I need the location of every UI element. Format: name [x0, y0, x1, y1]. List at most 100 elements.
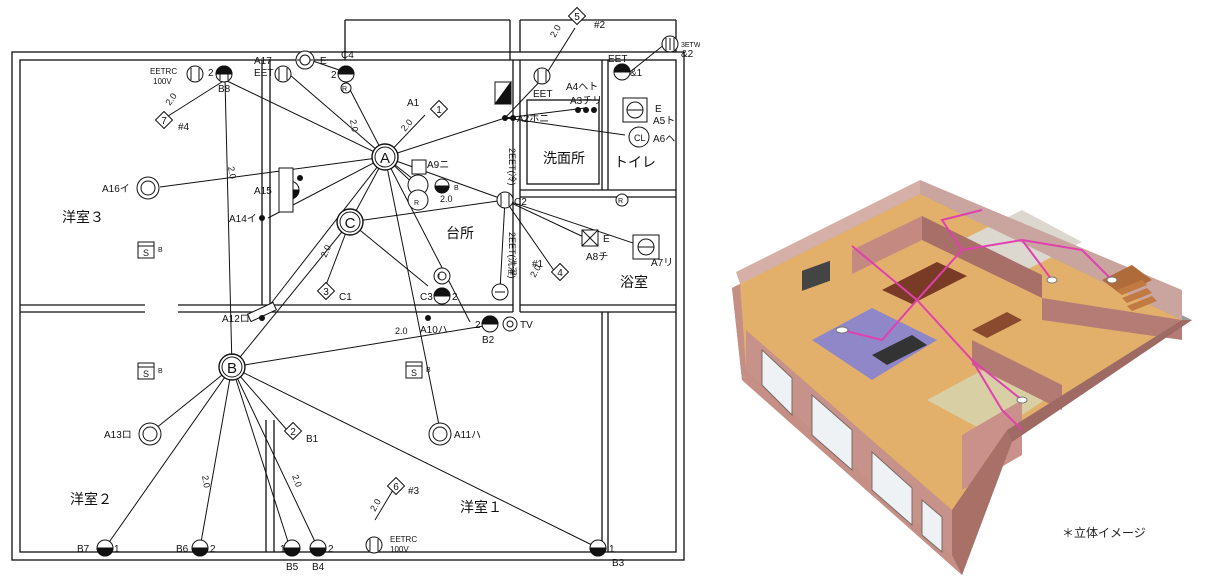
fixture-label-a1: A1 — [407, 98, 420, 109]
fixture-label-a16: A16イ — [102, 184, 130, 195]
switch-box-sub: B — [158, 247, 163, 254]
switch-diamond-1 — [429, 99, 449, 119]
circuit-label-3: #3 — [408, 486, 420, 497]
fixture-label-a2: A2ホニ — [517, 113, 549, 125]
fixture-label-a10: A10ハ — [420, 325, 448, 336]
outlet-b7 — [96, 539, 114, 557]
room-labels: 洋室３ 洋室２ 洋室１ 台所 洗面所 トイレ 浴室 — [62, 150, 656, 515]
circuit-label-4: #4 — [178, 122, 190, 133]
outlet-c4 — [337, 65, 355, 83]
outlet-label-cold: 2EET(冷) — [507, 148, 518, 186]
fixture-label-a4: A4ヘト — [566, 82, 598, 93]
outlet-label-b3: B3 — [612, 558, 625, 569]
outlets — [96, 35, 679, 557]
switch-diamond-3 — [316, 281, 336, 301]
outlet-label-volt-top: 100V — [153, 77, 172, 86]
outlet-label-b-kitchen: B — [454, 185, 459, 192]
outlet-kitchen — [434, 178, 450, 194]
wire-size-label: 2.0 — [319, 243, 333, 259]
switch-diamond-5 — [567, 6, 587, 26]
room-label-western3: 洋室３ — [62, 209, 104, 225]
outlet-eet-washroom — [533, 67, 551, 85]
outlet-eet-a17 — [274, 65, 292, 83]
fixture-label-a13: A13ロ — [104, 430, 132, 441]
switch-diamond-4 — [550, 262, 570, 282]
wire-size-label: 2.0 — [440, 194, 453, 204]
junction-box-b: B — [218, 353, 246, 381]
fixture-label-a7: A7リ — [651, 258, 673, 269]
junction-label-a: A — [380, 150, 390, 167]
fixture-label-a12: A12ロ — [222, 314, 250, 325]
ceiling-light-a13 — [138, 422, 162, 446]
junction-box-c: C — [336, 208, 364, 236]
wire-size-label: 2.0 — [200, 475, 212, 489]
fan-washroom — [622, 97, 648, 123]
special-fixtures — [246, 50, 660, 323]
outlet-b5 — [283, 539, 301, 557]
outlet-label-amp1: &1 — [630, 68, 643, 79]
outlet-label-eet-washroom: EET — [533, 89, 552, 100]
wire-size-label: 2.0 — [290, 473, 304, 488]
outlet-eet-toilet — [613, 63, 631, 81]
outlet-label-e-washroom: E — [655, 104, 662, 115]
outlet-c2 — [496, 191, 514, 209]
outlet-label-e-bath: E — [603, 234, 610, 245]
outlet-eetrc-bottom — [365, 536, 383, 554]
outlet-label-etwp: 3ETWP(戸) — [681, 41, 700, 49]
wire-size-label: 2.0 — [399, 117, 415, 133]
room-label-bath: 浴室 — [620, 274, 648, 290]
room-label-western1: 洋室１ — [460, 499, 502, 515]
outlet-b3 — [589, 539, 607, 557]
switch-diamonds — [154, 6, 587, 496]
wire-size-label: 2.0 — [395, 326, 408, 336]
switch-number: 4 — [557, 268, 563, 279]
outlet-c3-ring — [433, 267, 451, 285]
outlet-label-wash: 2EET(洗濯) — [507, 232, 518, 279]
light-a8 — [581, 229, 599, 247]
outlet-b2 — [481, 315, 499, 333]
outlet-count: 2 — [328, 544, 334, 555]
wiring — [104, 27, 666, 549]
switch-number: 5 — [574, 12, 580, 23]
fixture-label-a15: A15 — [254, 186, 272, 197]
switch-diamond-numbers: 7 1 5 3 2 4 6 — [161, 12, 580, 493]
switch-diamond-2 — [283, 421, 303, 441]
switch-box-label: S — [143, 248, 149, 258]
outlet-b4 — [309, 539, 327, 557]
outlet-c3 — [433, 287, 451, 305]
switch-box-label: S — [411, 368, 417, 378]
switch-box-sub: B — [426, 367, 431, 374]
switch-number: 3 — [323, 287, 329, 298]
outlet-label-eetrc-bottom: EETRC — [390, 535, 417, 544]
outlet-label-tv: TV — [520, 320, 533, 331]
fixture-label-a14: A14イ — [229, 214, 257, 225]
outlet-label-b6: B6 — [176, 544, 189, 555]
panel-box — [494, 80, 512, 105]
outlet-eetrc-top — [186, 65, 204, 83]
switch-number: 7 — [161, 116, 167, 127]
fixture-label-a17: A17 — [254, 56, 272, 67]
outlet-count: 2 — [210, 544, 216, 555]
outlet-label-b8: B8 — [218, 84, 231, 95]
switch-box-sub: B — [158, 368, 163, 375]
ceiling-light-a11 — [428, 422, 452, 446]
outlet-label-b7: B7 — [77, 544, 90, 555]
wire-size-label: 2.0 — [348, 119, 360, 133]
switch-diamond-6 — [386, 476, 406, 496]
circuit-labels: #2 #4 #1 #3 — [178, 20, 606, 497]
ceiling-lights — [136, 126, 650, 446]
circuit-label-2: #2 — [594, 20, 606, 31]
outlet-wash — [491, 283, 509, 301]
outlet-label-e-fan: E — [320, 56, 327, 67]
outlet-count: 1 — [280, 544, 286, 555]
outlet-label-eet-toilet: EET — [608, 54, 627, 65]
outlet-label-b5: B5 — [286, 562, 299, 573]
isometric-house-image — [732, 180, 1192, 575]
outlet-count: 1 — [114, 544, 120, 555]
junction-label-c: C — [345, 215, 356, 232]
fixture-label-cl: CL — [634, 133, 646, 143]
